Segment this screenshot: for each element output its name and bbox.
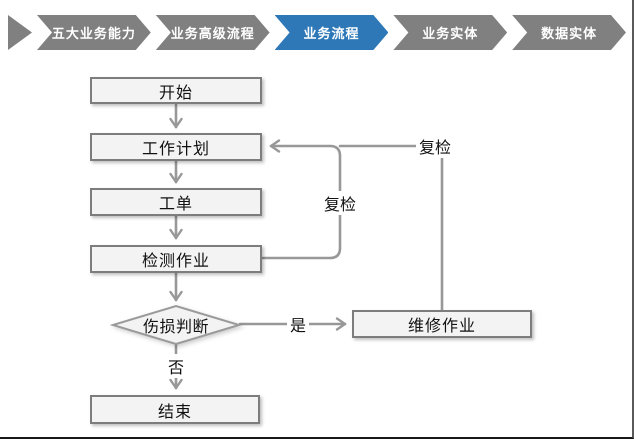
node-work-order: 工单 <box>90 188 262 216</box>
edge-label-recheck-right: 复检 <box>415 134 455 158</box>
breadcrumb: 五大业务能力 业务高级流程 业务流程 业务实体 数据实体 <box>8 15 626 50</box>
edge-repair-return <box>338 144 444 312</box>
edge-label-recheck-mid: 复检 <box>320 191 360 215</box>
node-inspection-job: 检测作业 <box>90 245 262 273</box>
node-start: 开始 <box>90 77 262 104</box>
edge-label-yes: 是 <box>286 312 310 336</box>
tab-data-entity[interactable]: 数据实体 <box>512 15 626 50</box>
node-repair-job: 维修作业 <box>352 310 532 338</box>
tab-business-highlevel-process[interactable]: 业务高级流程 <box>156 15 270 50</box>
decision-diamond-shape <box>109 304 243 346</box>
node-damage-judgement-label: 伤损判断 <box>142 319 209 336</box>
node-end: 结束 <box>90 395 260 424</box>
tab-business-process-active[interactable]: 业务流程 <box>275 15 389 50</box>
tab-business-entity[interactable]: 业务实体 <box>393 15 507 50</box>
edge-label-no: 否 <box>164 354 188 378</box>
tab-five-business-capabilities[interactable]: 五大业务能力 <box>37 15 151 50</box>
node-work-plan: 工作计划 <box>90 133 262 161</box>
